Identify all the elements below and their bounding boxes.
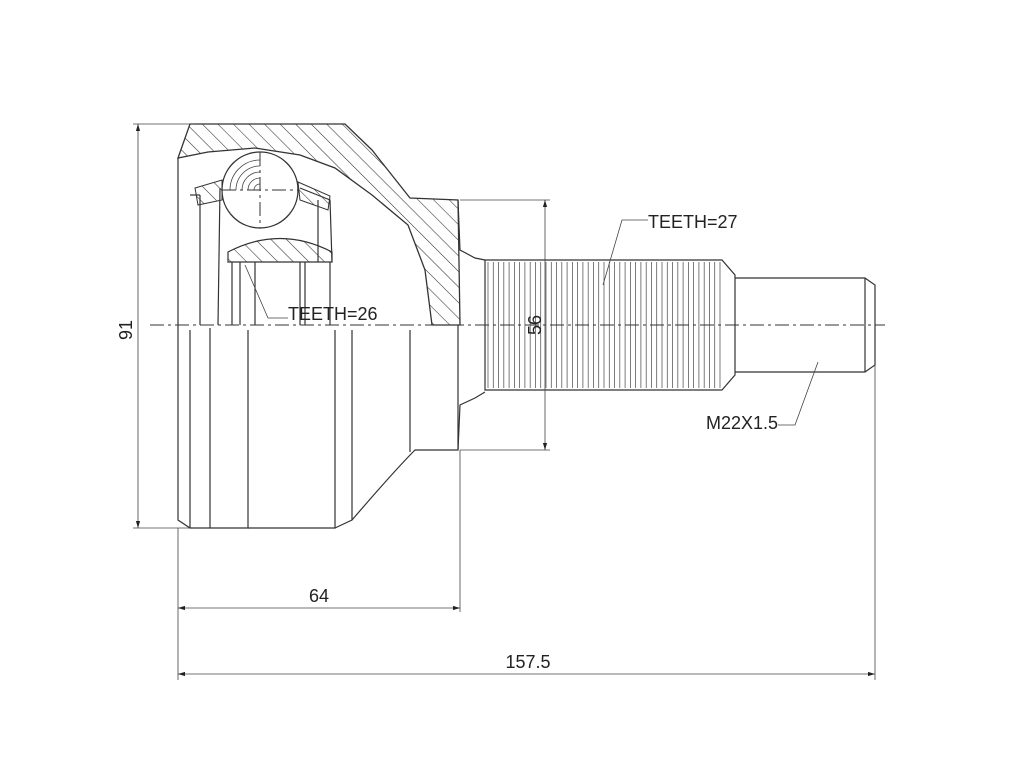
dim-spline-diameter-label: 56 (525, 315, 545, 335)
callout-outer-teeth-label: TEETH=27 (648, 212, 738, 232)
inner-race (190, 179, 333, 326)
dim-body-length: 64 (177, 450, 461, 680)
dim-overall-height: 91 (116, 123, 195, 529)
inner-race-hatch (227, 238, 333, 263)
callout-inner-teeth-label: TEETH=26 (288, 304, 378, 324)
dim-overall-height-label: 91 (116, 320, 136, 340)
housing (177, 123, 486, 529)
ball (221, 151, 299, 229)
callout-thread-label: M22X1.5 (706, 413, 778, 433)
callout-outer-teeth: TEETH=27 (602, 212, 738, 286)
dim-total-length: 157.5 (178, 365, 876, 680)
dim-body-length-label: 64 (309, 586, 329, 606)
dim-total-length-label: 157.5 (505, 652, 550, 672)
housing-section-hatch (177, 123, 461, 326)
callout-thread: M22X1.5 (706, 361, 819, 433)
callout-inner-teeth: TEETH=26 (244, 264, 378, 324)
dim-spline-diameter: 56 (460, 199, 550, 451)
